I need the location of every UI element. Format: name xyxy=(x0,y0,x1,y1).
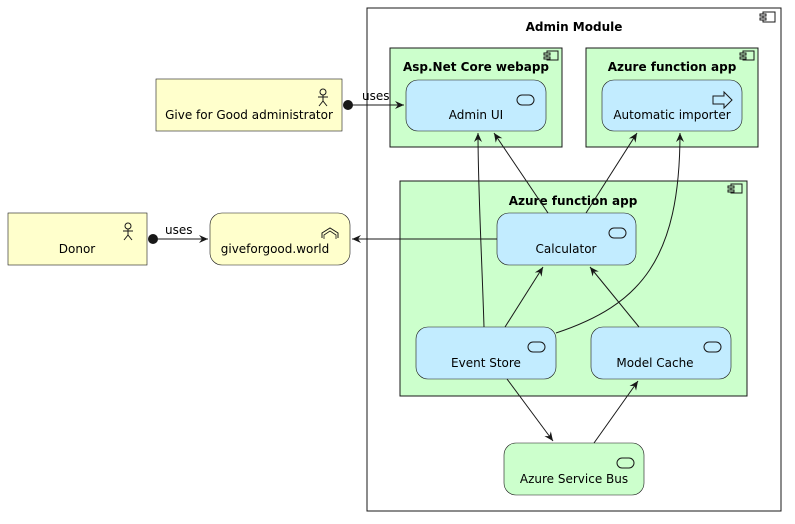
service-bus-node: Azure Service Bus xyxy=(503,442,645,496)
component-icon xyxy=(543,50,559,61)
process-icon xyxy=(712,90,733,110)
edge-calculator-to-importer xyxy=(585,132,638,214)
admin-ui-label: Admin UI xyxy=(449,108,503,122)
edge-admin-uses-label: uses xyxy=(362,89,390,103)
service-icon xyxy=(608,227,627,239)
importer-app-group-title: Azure function app xyxy=(608,60,737,74)
website-label: giveforgood.world xyxy=(221,242,330,256)
webapp-group-title: Asp.Net Core webapp xyxy=(403,60,549,74)
edge-donor-uses-label: uses xyxy=(165,223,193,237)
donor-label: Donor xyxy=(59,242,96,256)
service-icon xyxy=(703,341,722,353)
calculator-label: Calculator xyxy=(536,242,597,256)
edge-service-bus-to-model-cache xyxy=(593,380,639,444)
service-icon xyxy=(527,341,546,353)
calculator-node: Calculator xyxy=(496,212,637,266)
service-icon xyxy=(616,457,635,469)
admin-module-title: Admin Module xyxy=(526,20,623,34)
component-icon xyxy=(739,50,755,61)
event-store-label: Event Store xyxy=(451,356,521,370)
actor-icon xyxy=(318,88,328,107)
service-bus-label: Azure Service Bus xyxy=(520,472,628,486)
automatic-importer-label: Automatic importer xyxy=(613,108,730,122)
edge-calculator-to-admin-ui xyxy=(493,132,549,214)
admin-ui-node: Admin UI xyxy=(405,79,547,132)
website-node: giveforgood.world xyxy=(209,212,351,266)
automatic-importer-node: Automatic importer xyxy=(601,79,743,132)
model-cache-node: Model Cache xyxy=(590,326,732,380)
edges: uses uses xyxy=(148,89,684,444)
edge-model-cache-to-calculator xyxy=(589,266,640,328)
actor-icon xyxy=(123,222,133,241)
model-cache-label: Model Cache xyxy=(616,356,693,370)
edge-event-store-to-service-bus xyxy=(506,378,554,442)
edge-event-store-to-importer xyxy=(555,132,684,334)
administrator-label: Give for Good administrator xyxy=(165,108,333,122)
donor-actor: Donor xyxy=(7,212,148,266)
edge-event-store-to-calculator xyxy=(504,266,544,328)
service-icon xyxy=(516,94,535,106)
function-app-group-title: Azure function app xyxy=(509,194,638,208)
component-icon xyxy=(727,183,743,194)
administrator-actor: Give for Good administrator xyxy=(155,78,343,132)
event-store-node: Event Store xyxy=(415,326,557,380)
interface-icon xyxy=(321,227,339,238)
edge-event-store-to-admin-ui xyxy=(474,132,485,328)
component-icon xyxy=(759,11,776,23)
